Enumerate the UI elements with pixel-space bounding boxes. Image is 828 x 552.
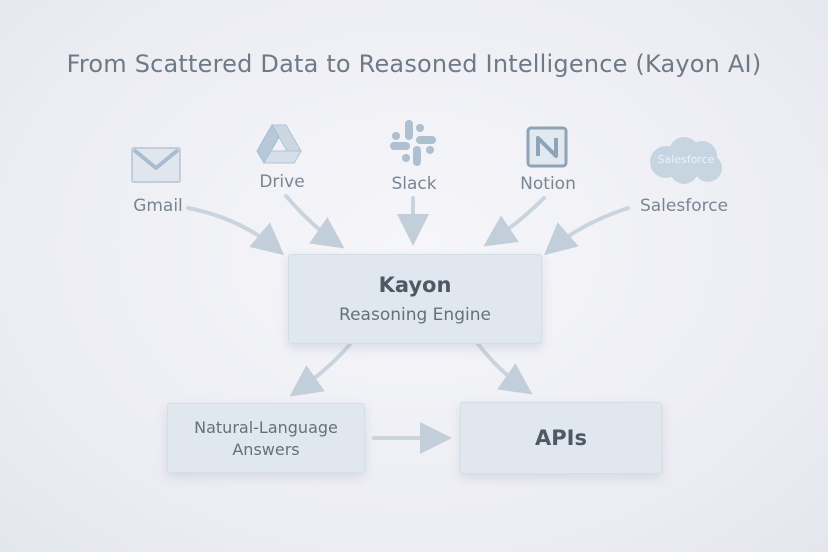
slack-label: Slack — [391, 174, 437, 194]
source-notion: Notion — [508, 174, 588, 194]
salesforce-logo-text: Salesforce — [657, 153, 715, 166]
apis-box: APIs — [460, 402, 662, 474]
arrow-salesforce-to-engine — [543, 206, 630, 256]
gmail-icon — [131, 147, 181, 183]
arrow-engine-to-apis — [476, 342, 533, 395]
source-gmail: Gmail — [118, 196, 198, 216]
diagram-title: From Scattered Data to Reasoned Intellig… — [66, 50, 762, 78]
arrow-notion-to-engine — [483, 196, 546, 247]
engine-name: Kayon — [378, 273, 452, 297]
salesforce-label: Salesforce — [639, 196, 729, 216]
answers-label-line2: Answers — [232, 439, 300, 459]
reasoning-engine-box: Kayon Reasoning Engine — [288, 254, 542, 344]
engine-subtitle: Reasoning Engine — [339, 305, 491, 325]
slack-icon — [390, 120, 436, 166]
gmail-label: Gmail — [133, 196, 183, 216]
arrow-gmail-to-engine — [186, 206, 285, 256]
drive-icon — [256, 124, 302, 164]
apis-label: APIs — [535, 426, 587, 450]
natural-language-answers-box: Natural-Language Answers — [167, 403, 365, 473]
drive-label: Drive — [259, 172, 305, 192]
source-drive: Drive — [240, 172, 324, 192]
notion-icon — [526, 126, 568, 168]
arrow-engine-to-answers — [289, 342, 352, 397]
answers-label-line1: Natural-Language — [194, 417, 338, 437]
arrow-drive-to-engine — [284, 194, 345, 249]
salesforce-cloud-icon: Salesforce — [646, 136, 726, 186]
notion-label: Notion — [520, 174, 576, 194]
source-salesforce: Salesforce — [626, 196, 742, 216]
source-slack: Slack — [372, 174, 456, 194]
